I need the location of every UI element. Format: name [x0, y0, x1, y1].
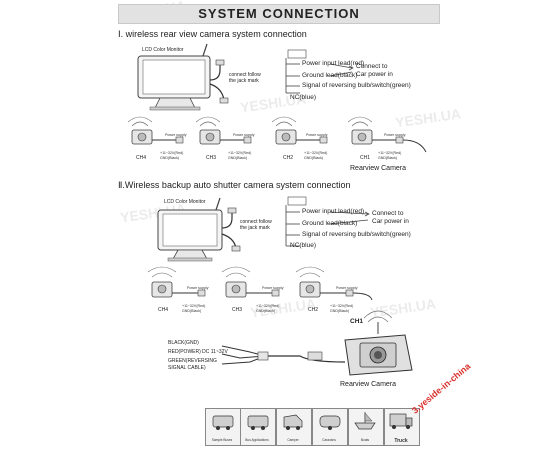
camper-icon [283, 414, 303, 430]
wire-green-label: GREEN(REVERSING [168, 358, 217, 364]
camera-icon [221, 266, 280, 298]
lead-nc: NC(blue) [290, 94, 317, 101]
camera-spec: +11~32V(Red) [160, 151, 184, 155]
connect-to-label: Connect to [372, 210, 404, 217]
monitor-label: LCD Color Monitor [142, 47, 184, 53]
ch1-label: CH1 [350, 318, 364, 325]
car-power-label: Car power in [356, 71, 393, 78]
rearview-camera-icon [344, 310, 413, 376]
camera-icon [347, 116, 427, 153]
camera-channel: CH4 [158, 307, 169, 313]
wire-green-label-2: SIGNAL CABLE) [168, 365, 206, 371]
camera-power: Power supply [233, 133, 255, 137]
camera-channel: CH3 [206, 155, 217, 161]
camera-power: Power supply [165, 133, 187, 137]
header-banner: SYSTEM CONNECTION [118, 4, 440, 24]
monitor-label: LCD Color Monitor [164, 199, 206, 205]
section2-title: Ⅱ.Wireless backup auto shutter camera sy… [118, 180, 351, 190]
camera-channel: CH3 [232, 307, 243, 313]
page-title: SYSTEM CONNECTION [198, 6, 360, 21]
camera-spec: +11~32V(Red) [228, 151, 252, 155]
camera-spec: +11~32V(Red) [182, 304, 206, 308]
camera-channel: CH2 [308, 307, 319, 313]
truck-icon [389, 413, 413, 429]
section1-title: Ⅰ. wireless rear view camera system conn… [118, 29, 307, 39]
camera-icon [295, 266, 373, 301]
vehicle-caption: Sample Buses [211, 438, 233, 442]
car-power-label: Car power in [372, 218, 409, 225]
vehicle-caption: Truck [394, 438, 408, 444]
monitor-icon [137, 43, 211, 111]
wire-red-label: RED(POWER) DC 11~32V [168, 349, 228, 355]
camera-gnd: GND(Black) [160, 156, 180, 160]
bus-icon [212, 415, 234, 430]
caravan-icon [319, 415, 341, 430]
wire-black-label: BLACK(GND) [168, 340, 199, 346]
camera-power: Power supply [187, 286, 209, 290]
monitor-icon [157, 197, 223, 262]
vehicle-caption: Camper [287, 438, 299, 442]
lead-ground: Ground lead(black) [302, 72, 358, 79]
camera-power: Power supply [306, 133, 328, 137]
camera-spec: +11~32V(Red) [304, 151, 328, 155]
lead-signal: Signal of reversing bulb/switch(green) [302, 82, 411, 89]
connect-to-label: Connect to [356, 63, 388, 70]
lead-nc: NC(blue) [290, 242, 317, 249]
camera-gnd: GND(Black) [182, 309, 202, 313]
camera-gnd: GND(Black) [330, 309, 350, 313]
vehicle-caption: Bus Applications [245, 438, 269, 442]
boat-icon [354, 412, 376, 430]
lead-power: Power input lead(red) [302, 208, 365, 215]
camera-icon [195, 116, 252, 145]
vehicle-caption: Caravans [322, 438, 336, 442]
connect-note: connect follow the jack mark [229, 72, 261, 84]
camera-channel: CH4 [136, 155, 147, 161]
camera-spec: +11~32V(Red) [256, 304, 280, 308]
camera-spec: +11~32V(Red) [330, 304, 354, 308]
camera-gnd: GND(Black) [228, 156, 248, 160]
camera-icon [127, 116, 184, 145]
lead-power: Power input lead(red) [302, 60, 365, 67]
camera-channel: CH1 [360, 155, 371, 161]
camera-gnd: GND(Black) [378, 156, 398, 160]
camera-spec: +11~32V(Red) [378, 151, 402, 155]
rearview-camera-label: Rearview Camera [340, 381, 397, 388]
camera-gnd: GND(Black) [304, 156, 324, 160]
camera-power: Power supply [336, 286, 358, 290]
camera-gnd: GND(Black) [256, 309, 276, 313]
bus-icon [247, 415, 269, 430]
lead-ground: Ground lead(black) [302, 220, 358, 227]
vehicle-caption: Boats [360, 438, 370, 442]
camera-channel: CH2 [283, 155, 294, 161]
rearview-camera-label: Rearview Camera [350, 165, 407, 172]
camera-power: Power supply [384, 133, 406, 137]
connect-note: connect follow the jack mark [240, 219, 272, 231]
lead-signal: Signal of reversing bulb/switch(green) [302, 231, 411, 238]
camera-icon [271, 116, 328, 145]
camera-icon [147, 266, 206, 298]
camera-power: Power supply [262, 286, 284, 290]
